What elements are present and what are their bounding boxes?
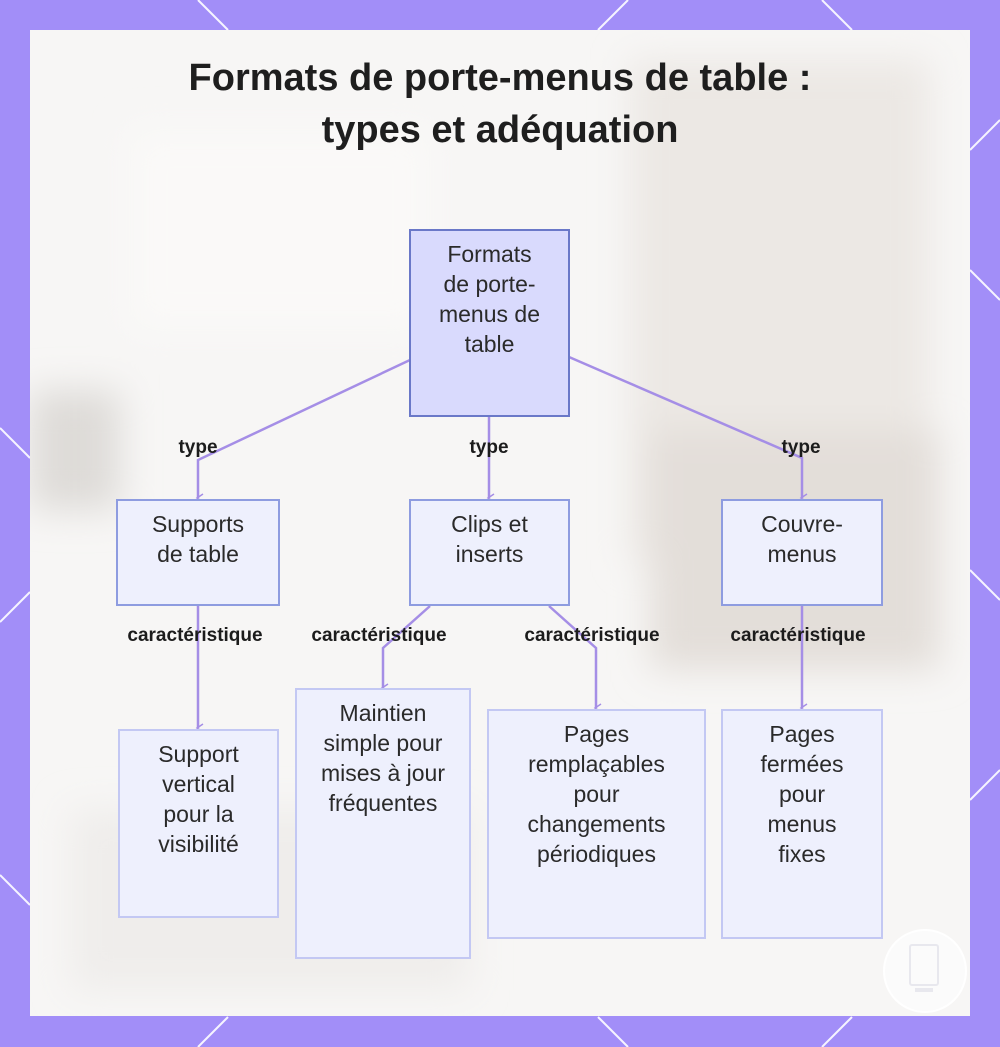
- node-root-label: Formats de porte-menus de table: [438, 241, 540, 357]
- node-clips-et-inserts: Clips et inserts: [409, 499, 570, 606]
- edge-label-caracteristique-2: caractéristique: [311, 625, 447, 646]
- node-pages-fermees-label: Pages fermées pour menus fixes: [760, 721, 844, 867]
- watermark-badge-icon: [883, 929, 967, 1013]
- node-supports-label: Supports de table: [151, 511, 245, 567]
- edge-root-couvre: [568, 355, 808, 503]
- edge-clips-maintien: [380, 605, 431, 693]
- title-line-2: types et adéquation: [321, 109, 679, 151]
- diagram-title: Formats de porte-menus de table : types …: [0, 52, 1000, 156]
- edge-clips-pages-remplacables: [548, 605, 602, 713]
- node-support-vertical: Support vertical pour la visibilité: [118, 729, 279, 918]
- node-couvre-label: Couvre-menus: [761, 511, 843, 567]
- node-pages-remplacables: Pages remplaçables pour changements péri…: [487, 709, 706, 939]
- node-clips-label: Clips et inserts: [451, 511, 528, 567]
- node-pages-remplacables-label: Pages remplaçables pour changements péri…: [527, 721, 666, 867]
- title-line-1: Formats de porte-menus de table :: [188, 57, 812, 99]
- edge-label-caracteristique-4: caractéristique: [730, 625, 866, 646]
- node-supports-de-table: Supports de table: [116, 499, 280, 606]
- node-pages-fermees: Pages fermées pour menus fixes: [721, 709, 883, 939]
- node-couvre-menus: Couvre-menus: [721, 499, 883, 606]
- node-maintien-label: Maintien simple pour mises à jour fréque…: [321, 700, 445, 816]
- edge-label-type-right: type: [781, 437, 821, 458]
- edge-label-caracteristique-3: caractéristique: [524, 625, 660, 646]
- node-root: Formats de porte-menus de table: [409, 229, 570, 417]
- edge-label-caracteristique-1: caractéristique: [127, 625, 263, 646]
- node-support-vertical-label: Support vertical pour la visibilité: [158, 741, 239, 857]
- node-maintien-simple: Maintien simple pour mises à jour fréque…: [295, 688, 471, 959]
- edge-label-type-center: type: [469, 437, 509, 458]
- edge-root-supports: [195, 358, 411, 503]
- edge-label-type-left: type: [178, 437, 218, 458]
